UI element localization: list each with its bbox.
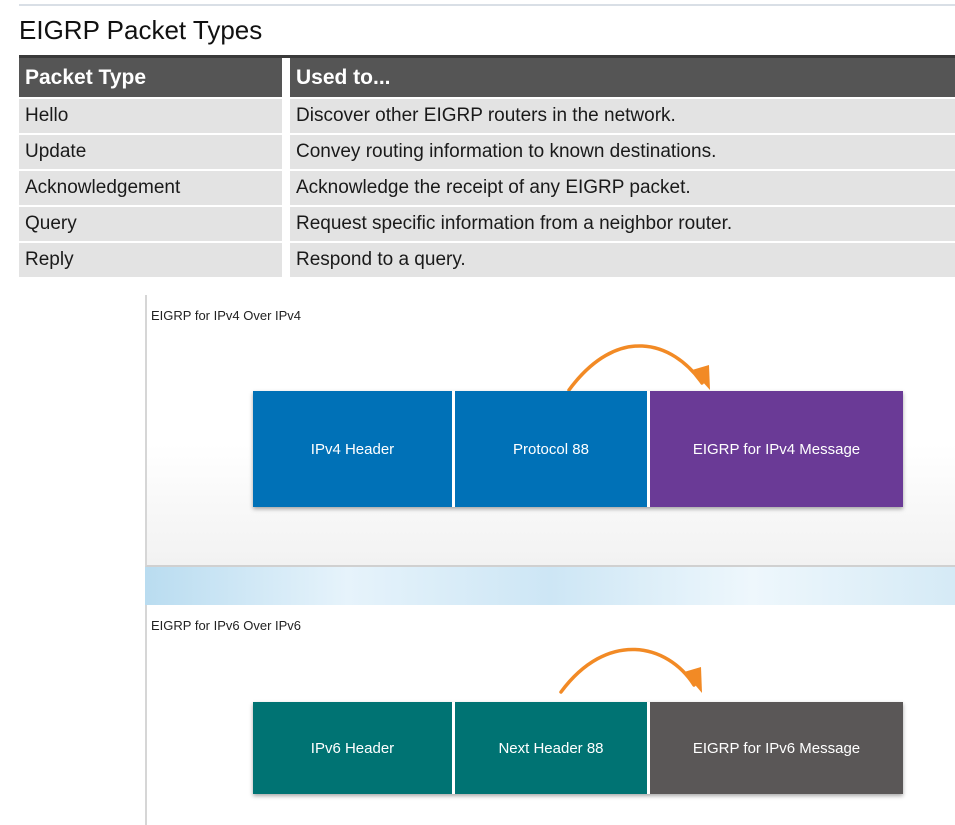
ipv6-panel: EIGRP for IPv6 Over IPv6 IPv6 Header Nex…: [145, 605, 955, 825]
packet-type-cell: Reply: [19, 243, 290, 279]
next-header-88-segment: Next Header 88: [452, 702, 647, 794]
used-to-cell: Acknowledge the receipt of any EIGRP pac…: [290, 171, 955, 207]
ipv4-panel-title: EIGRP for IPv4 Over IPv4: [151, 308, 302, 323]
protocol-88-segment: Protocol 88: [452, 391, 647, 507]
ipv6-arrow-icon: [559, 647, 702, 694]
packet-type-cell: Update: [19, 135, 290, 171]
eigrp-ipv6-message-segment: EIGRP for IPv6 Message: [647, 702, 903, 794]
packet-type-cell: Hello: [19, 99, 290, 135]
header-packet-type: Packet Type: [19, 58, 290, 99]
packet-types-table-section: EIGRP Packet Types Packet Type Used to..…: [19, 0, 955, 288]
table-title: EIGRP Packet Types: [19, 4, 955, 54]
used-to-cell: Convey routing information to known dest…: [290, 135, 955, 171]
ipv4-panel: EIGRP for IPv4 Over IPv4 IPv4 Header Pro…: [145, 295, 955, 567]
ipv4-header-segment: IPv4 Header: [253, 391, 452, 507]
ipv6-panel-title: EIGRP for IPv6 Over IPv6: [151, 618, 302, 633]
used-to-cell: Respond to a query.: [290, 243, 955, 279]
used-to-cell: Request specific information from a neig…: [290, 207, 955, 243]
encapsulation-diagram: EIGRP for IPv4 Over IPv4 IPv4 Header Pro…: [145, 295, 955, 825]
ipv6-packet: IPv6 Header Next Header 88 EIGRP for IPv…: [253, 702, 903, 794]
packet-types-table: Packet Type Used to... Hello Discover ot…: [19, 58, 955, 279]
ipv4-packet: IPv4 Header Protocol 88 EIGRP for IPv4 M…: [253, 391, 903, 507]
used-to-cell: Discover other EIGRP routers in the netw…: [290, 99, 955, 135]
eigrp-ipv4-message-segment: EIGRP for IPv4 Message: [647, 391, 903, 507]
table-row: Reply Respond to a query.: [19, 243, 955, 279]
table-header-row: Packet Type Used to...: [19, 58, 955, 99]
separator-band: [145, 567, 955, 605]
table-row: Hello Discover other EIGRP routers in th…: [19, 99, 955, 135]
title-divider: [19, 55, 955, 58]
table-row: Update Convey routing information to kno…: [19, 135, 955, 171]
header-used-to: Used to...: [290, 58, 955, 99]
packet-type-cell: Acknowledgement: [19, 171, 290, 207]
ipv4-arrow-icon: [567, 344, 710, 392]
ipv6-header-segment: IPv6 Header: [253, 702, 452, 794]
table-row: Acknowledgement Acknowledge the receipt …: [19, 171, 955, 207]
table-row: Query Request specific information from …: [19, 207, 955, 243]
packet-type-cell: Query: [19, 207, 290, 243]
